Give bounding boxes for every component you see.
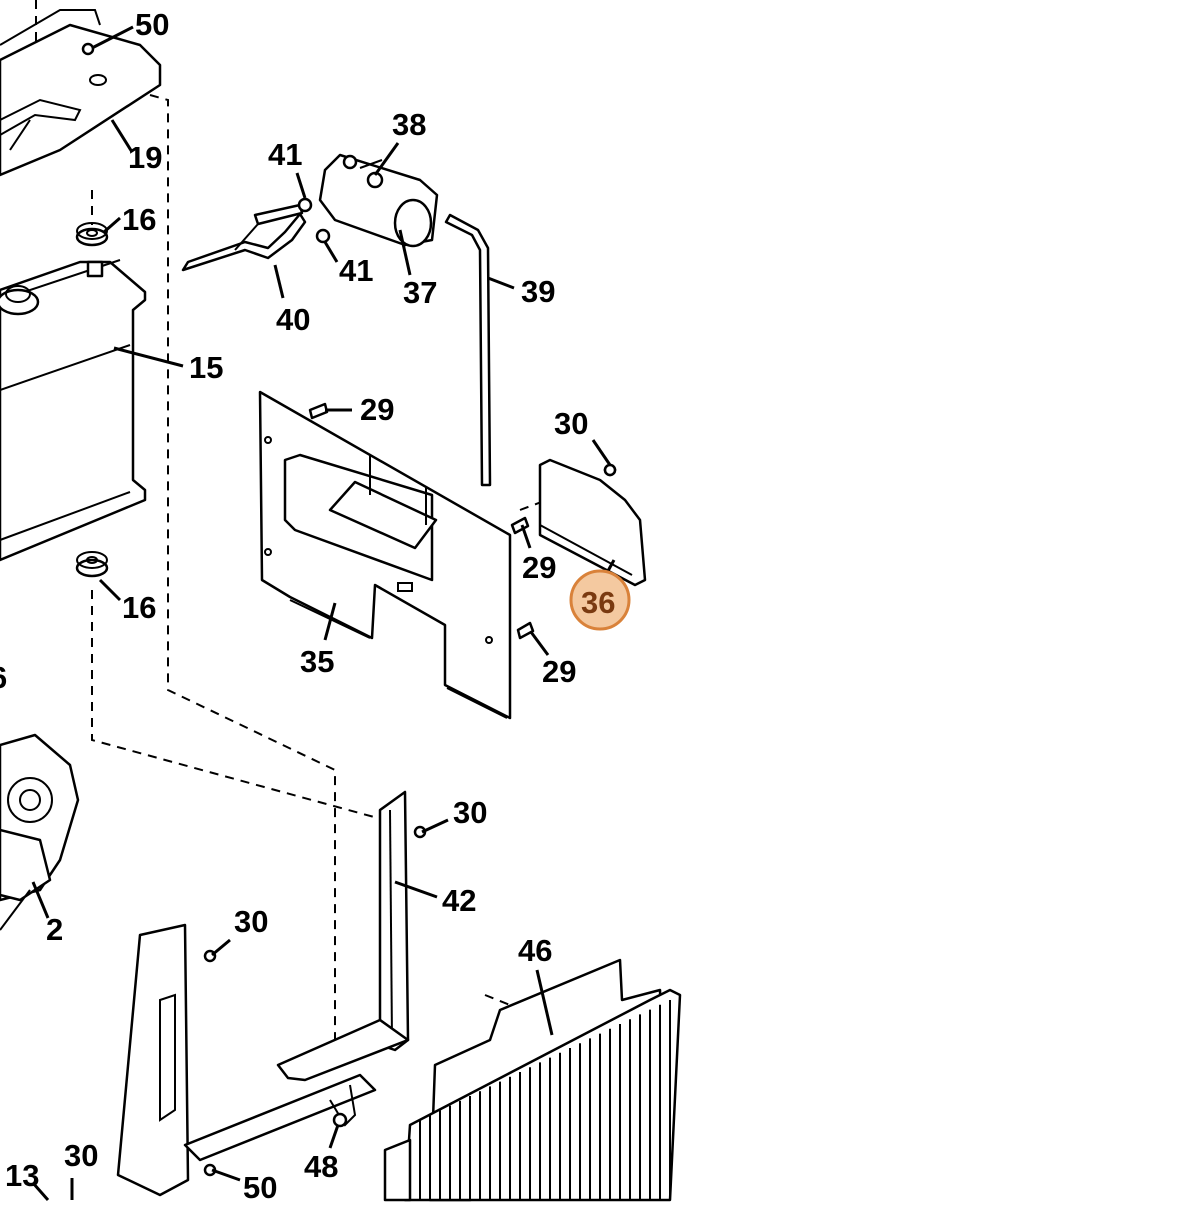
cooler-fins bbox=[419, 1000, 671, 1200]
callout-16-bottom: 16 bbox=[122, 590, 156, 625]
callout-15: 15 bbox=[189, 350, 223, 385]
callout-29-bottom: 29 bbox=[542, 654, 576, 689]
callout-36-highlight bbox=[569, 569, 631, 631]
bolt-29-top bbox=[308, 402, 329, 420]
callout-48: 48 bbox=[304, 1149, 338, 1184]
clamp-41-top bbox=[297, 197, 313, 213]
callout-16-top: 16 bbox=[122, 202, 156, 237]
callout-41-bottom: 41 bbox=[339, 253, 373, 288]
callout-30-right: 30 bbox=[554, 406, 588, 441]
cooler-core-46 bbox=[383, 958, 682, 1202]
callout-37: 37 bbox=[403, 275, 437, 310]
callout-46: 46 bbox=[518, 933, 552, 968]
fastener-30-right bbox=[603, 463, 617, 477]
callout-29-top: 29 bbox=[360, 392, 394, 427]
callout-50-top: 50 bbox=[135, 7, 169, 42]
callout-50-bottom: 50 bbox=[243, 1170, 277, 1205]
callout-6: 6 bbox=[0, 660, 7, 695]
bracket-19 bbox=[0, 9, 162, 177]
lower-bracket bbox=[116, 923, 377, 1197]
leader-lines bbox=[31, 25, 616, 1201]
callout-labels: 50 19 16 15 16 6 2 13 30 50 48 30 42 30 … bbox=[0, 7, 615, 1205]
callout-35: 35 bbox=[300, 644, 334, 679]
fastener-48 bbox=[332, 1112, 348, 1128]
callout-36: 36 bbox=[581, 585, 615, 620]
callout-38: 38 bbox=[392, 107, 426, 142]
clamp-41-bottom bbox=[315, 228, 331, 244]
callout-39: 39 bbox=[521, 274, 555, 309]
hose-40 bbox=[181, 203, 307, 272]
callout-30-bottom-left: 30 bbox=[64, 1138, 98, 1173]
callout-13: 13 bbox=[5, 1158, 39, 1193]
callout-41-top: 41 bbox=[268, 137, 302, 172]
callout-19: 19 bbox=[128, 140, 162, 175]
tube-39 bbox=[444, 213, 492, 487]
callout-29-mid: 29 bbox=[522, 550, 556, 585]
bolt-29-mid bbox=[510, 516, 530, 535]
radiator-15 bbox=[0, 259, 147, 562]
callout-42: 42 bbox=[442, 883, 476, 918]
callout-2: 2 bbox=[46, 912, 63, 947]
grommet-16-top bbox=[75, 222, 109, 247]
fan-assembly-2 bbox=[0, 733, 80, 931]
callout-30-upper-bracket: 30 bbox=[453, 795, 487, 830]
callout-30-bracket: 30 bbox=[234, 904, 268, 939]
callout-40: 40 bbox=[276, 302, 310, 337]
upright-bracket-42 bbox=[276, 790, 410, 1082]
fastener-50-top bbox=[81, 42, 95, 56]
bolt-29-bottom bbox=[516, 621, 535, 640]
grommet-16-bottom bbox=[75, 551, 109, 578]
shroud-panel-35 bbox=[258, 390, 512, 720]
